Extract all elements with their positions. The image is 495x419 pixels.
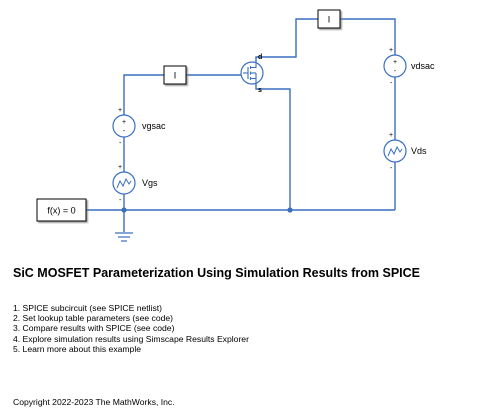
terminal-plus: +: [389, 47, 393, 54]
waveform-icon: [387, 145, 403, 157]
terminal-minus: -: [119, 197, 122, 204]
source-label-vgsac: vgsac: [142, 121, 166, 131]
source-label-vdsac: vdsac: [411, 61, 435, 71]
terminal-minus: -: [390, 80, 393, 87]
circuit-diagram: I I d s + - + - vgsac +: [36, 9, 435, 242]
terminal-plus: +: [389, 132, 393, 139]
source-vgs[interactable]: + - Vgs: [112, 164, 158, 204]
wires: [86, 18, 396, 232]
terminal-plus: +: [118, 107, 122, 114]
terminal-plus: +: [118, 164, 122, 171]
source-vds[interactable]: + - Vds: [383, 132, 427, 172]
wire-drain-to-vdsac[interactable]: [340, 18, 396, 55]
source-label-vds: Vds: [411, 146, 427, 156]
sensor-label: I: [174, 71, 177, 81]
example-links: 1. SPICE subcircuit (see SPICE netlist) …: [13, 303, 249, 354]
waveform-icon: [116, 177, 132, 189]
solver-label: f(x) = 0: [47, 206, 75, 216]
copyright-text: Copyright 2022-2023 The MathWorks, Inc.: [13, 397, 175, 407]
ground-icon[interactable]: [115, 232, 133, 242]
terminal-minus: -: [390, 165, 393, 172]
solver-configuration-block[interactable]: f(x) = 0: [36, 198, 87, 222]
minus-sign: -: [123, 128, 126, 135]
source-label-vgs: Vgs: [142, 178, 158, 188]
mosfet-block[interactable]: d s: [240, 54, 264, 94]
link-compare-with-spice[interactable]: 3. Compare results with SPICE (see code): [13, 323, 175, 334]
wire-gate[interactable]: [123, 74, 164, 115]
sensor-label: I: [328, 15, 331, 25]
current-sensor-gate[interactable]: I: [163, 65, 187, 85]
drain-label: d: [258, 54, 262, 61]
wire-drain[interactable]: [255, 18, 318, 62]
terminal-minus: -: [119, 140, 122, 147]
plus-sign: +: [122, 119, 126, 126]
link-spice-subcircuit[interactable]: 1. SPICE subcircuit (see SPICE netlist): [13, 303, 163, 313]
link-results-explorer[interactable]: 4. Explore simulation results using Sims…: [13, 333, 249, 344]
link-learn-more[interactable]: 5. Learn more about this example: [13, 343, 142, 354]
wire-source[interactable]: [255, 84, 291, 210]
page-title: SiC MOSFET Parameterization Using Simula…: [13, 266, 421, 280]
source-vgsac[interactable]: + - + - vgsac: [112, 107, 166, 147]
plus-sign: +: [393, 59, 397, 66]
minus-sign: -: [394, 68, 397, 75]
current-sensor-drain[interactable]: I: [317, 9, 341, 29]
source-label: s: [258, 87, 262, 94]
link-lookup-table-params[interactable]: 2. Set lookup table parameters (see code…: [13, 313, 174, 324]
junction-dot: [287, 207, 293, 213]
junction-dot: [121, 207, 127, 213]
source-vdsac[interactable]: + - + - vdsac: [383, 47, 435, 87]
